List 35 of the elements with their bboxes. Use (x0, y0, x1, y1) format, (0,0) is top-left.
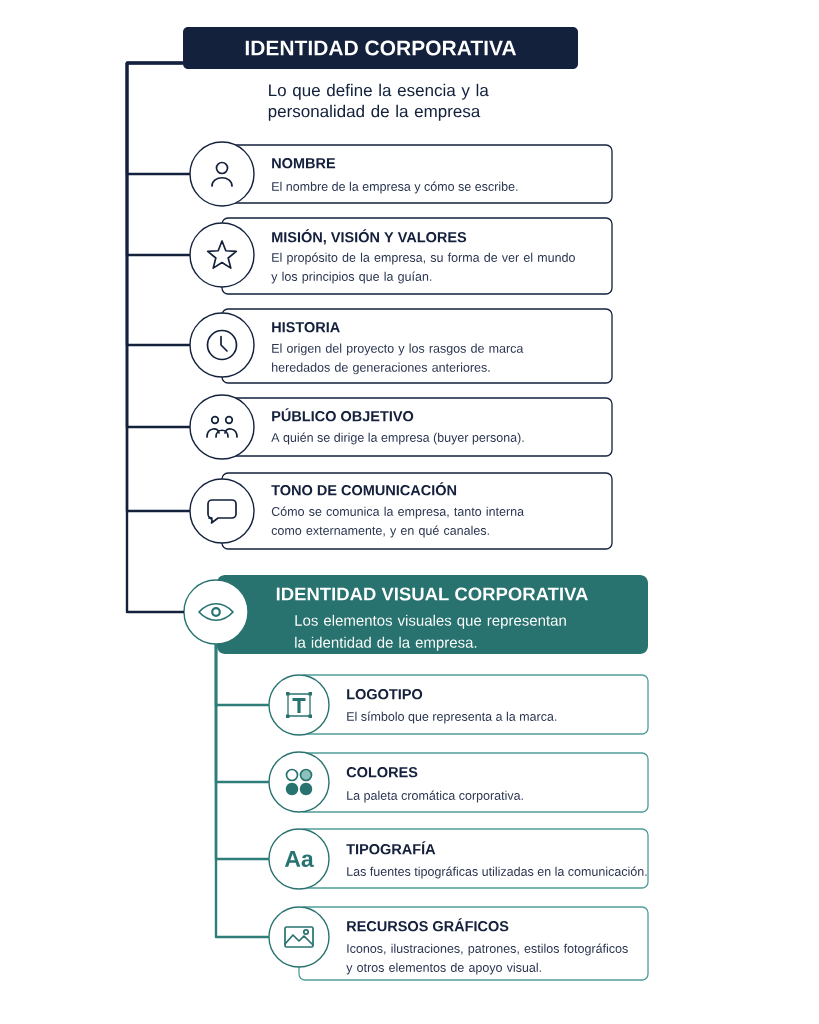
subtitle-text: Lo que define la esencia y la personalidad de la empresa (268, 83, 489, 121)
info-card (268, 751, 649, 813)
title-bar: IDENTIDAD CORPORATIVA (183, 27, 578, 69)
card-heading: LOGOTIPO (347, 689, 423, 700)
card-heading: NOMBRE (272, 158, 336, 169)
info-card (189, 308, 613, 384)
card-heading: RECURSOS GRÁFICOS (347, 918, 509, 932)
card-text: El símbolo que representa a la marca. (347, 711, 557, 724)
card-text: Cómo se comunica la empresa, tanto interna como externamente, y en qué canales. (271, 506, 525, 538)
card-text: La paleta cromática corporativa. (347, 790, 523, 803)
card-text: A quién se dirige la empresa (buyer persona). (271, 432, 524, 445)
card-heading: COLORES (346, 767, 418, 778)
info-card (189, 217, 613, 295)
card-heading: MISIÓN, VISIÓN Y VALORES (272, 229, 467, 245)
card-text: El origen del proyecto y los rasgos de marca heredados de generaciones anteriores. (272, 343, 524, 375)
banner-text: Los elementos visuales que representan la identidad de la empresa. (295, 614, 566, 651)
card-heading: TIPOGRAFÍA (346, 841, 436, 855)
info-card (189, 394, 613, 460)
card-text: Iconos, ilustraciones, patrones, estilos fotográficos y otros elementos de apoyo visual. (346, 943, 628, 975)
card-heading: PÚBLICO OBJETIVO (272, 408, 414, 422)
card-heading: TONO DE COMUNICACIÓN (271, 482, 457, 496)
banner-heading: IDENTIDAD VISUAL CORPORATIVA (276, 587, 588, 601)
section-banner (183, 575, 648, 654)
sample-letters: Aa (284, 851, 314, 868)
card-text: El propósito de la empresa, su forma de ver el mundo y los principios que la guían. (271, 252, 575, 284)
connector-line (125, 61, 184, 614)
info-card (268, 906, 649, 981)
connector-line (214, 644, 269, 939)
card-text: El nombre de la empresa y cómo se escribe. (272, 181, 518, 194)
card-text: Las fuentes tipográficas utilizadas en la comunicación. (347, 866, 647, 879)
info-card (189, 141, 613, 207)
info-card (189, 472, 613, 550)
info-card (268, 828, 649, 890)
card-heading: HISTORIA (272, 322, 340, 333)
info-card (268, 674, 649, 736)
